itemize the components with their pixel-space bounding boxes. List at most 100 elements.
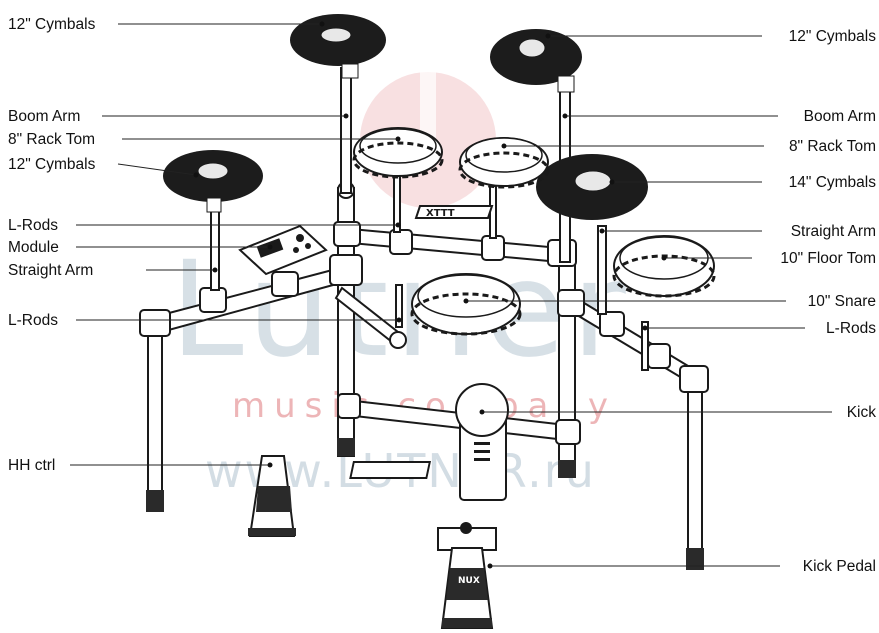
tom-head — [359, 128, 437, 164]
l-rod — [395, 284, 403, 328]
snare-clamp-knob — [389, 331, 407, 349]
tom-rim — [458, 151, 550, 189]
snare-head — [417, 274, 515, 318]
cymbal-bell — [518, 38, 546, 58]
leader-dot — [343, 113, 349, 119]
clamp — [481, 235, 505, 261]
clamp — [647, 343, 671, 369]
label-l-rods-upper: L-Rods — [8, 217, 58, 234]
hh-pedal-base — [248, 528, 296, 536]
leader-dot — [395, 222, 401, 228]
clamp — [333, 221, 361, 247]
clamp — [329, 254, 363, 286]
kick-slot — [474, 458, 490, 461]
label-rack-tom-left: 8" Rack Tom — [8, 131, 95, 148]
leader-dot — [463, 298, 469, 304]
label-rack-tom-right: 8" Rack Tom — [789, 138, 876, 155]
clamp — [271, 271, 299, 297]
clamp — [679, 365, 709, 393]
snare — [410, 273, 522, 336]
right-leg — [687, 384, 703, 556]
label-l-rods-right: L-Rods — [826, 320, 876, 337]
cymbal-stopper — [557, 75, 575, 93]
leader-dot — [562, 113, 568, 119]
leader-dot — [319, 21, 325, 27]
label-snare: 10" Snare — [808, 293, 876, 310]
label-cymbal-top-right: 12" Cymbals — [789, 28, 877, 45]
module-knob — [293, 247, 299, 253]
right-labels: 12" Cymbals Boom Arm 8" Rack Tom 14" Cym… — [780, 28, 876, 575]
leader-dot — [609, 179, 615, 185]
label-floor-tom: 10" Floor Tom — [780, 250, 876, 267]
clamp — [557, 289, 585, 317]
hh-pedal — [248, 455, 296, 537]
hh-pedal-footboard — [256, 486, 292, 512]
rack-frame — [139, 181, 709, 570]
leader-dot — [396, 317, 402, 323]
left-leg-foot — [146, 490, 164, 512]
module-body — [238, 224, 328, 276]
leader-line — [117, 163, 197, 176]
leader-dot — [642, 325, 648, 331]
label-l-rods-lower: L-Rods — [8, 312, 58, 329]
label-cymbal-14: 14" Cymbals — [789, 174, 877, 191]
rack-tom-left — [352, 127, 444, 179]
floor-tom — [612, 235, 716, 298]
kick-pedal-heel — [442, 618, 492, 628]
clamp — [337, 393, 361, 419]
leader-dot — [545, 33, 551, 39]
clamp — [389, 229, 413, 255]
tom-rim — [352, 141, 444, 179]
cymbal-14-right — [536, 154, 648, 220]
cymbal-12-left — [163, 150, 263, 213]
left-leg — [147, 319, 163, 496]
label-module: Module — [8, 239, 59, 256]
leader-dot — [479, 409, 485, 415]
leader-dot — [267, 462, 273, 468]
left-labels: 12" Cymbals Boom Arm 8" Rack Tom 12" Cym… — [8, 16, 96, 474]
module-knob — [305, 243, 311, 249]
center-right-foot — [558, 460, 576, 478]
cymbal-bell — [574, 170, 612, 192]
leader-dot — [661, 255, 667, 261]
left-boom-arm — [340, 67, 352, 194]
kick — [349, 383, 509, 501]
kick-pedal-footboard — [446, 568, 488, 600]
snare-rim — [410, 292, 522, 336]
kick-slot — [474, 442, 490, 445]
label-kick-pedal: Kick Pedal — [803, 558, 876, 575]
cymbal-stopper — [206, 197, 222, 213]
cymbal-bell — [320, 27, 352, 43]
leader-dot — [193, 172, 199, 178]
label-cymbal-top-left: 12" Cymbals — [8, 16, 96, 33]
cymbal-12-top-right — [490, 29, 582, 93]
beater — [460, 522, 472, 534]
clamp — [555, 419, 581, 445]
right-leg-foot — [686, 548, 704, 570]
clamp — [139, 309, 171, 337]
label-boom-arm-left: Boom Arm — [8, 108, 80, 125]
l-rods-bundle-mark: XTTT — [426, 208, 455, 219]
leader-dot — [267, 244, 273, 250]
label-straight-arm-right: Straight Arm — [791, 223, 876, 240]
cymbal-bell — [197, 162, 229, 180]
module-knob — [296, 234, 304, 242]
label-cymbal-left: 12" Cymbals — [8, 156, 96, 173]
label-boom-arm-right: Boom Arm — [804, 108, 876, 125]
leader-dot — [501, 143, 507, 149]
kick-base — [349, 461, 432, 479]
label-hh-ctrl: HH ctrl — [8, 457, 55, 474]
label-straight-arm-left: Straight Arm — [8, 262, 93, 279]
cymbal-12-top-left — [290, 14, 386, 79]
label-kick: Kick — [847, 404, 877, 421]
leader-dot — [395, 136, 401, 142]
right-straight-arm — [597, 225, 607, 315]
l-rods-bundle — [414, 205, 494, 219]
l-rod — [641, 321, 649, 371]
center-left-foot — [337, 438, 355, 456]
cymbal-stopper — [341, 63, 359, 79]
kick-pedal: NUX — [437, 522, 497, 629]
leader-dot — [599, 228, 605, 234]
leader-dot — [487, 563, 493, 569]
